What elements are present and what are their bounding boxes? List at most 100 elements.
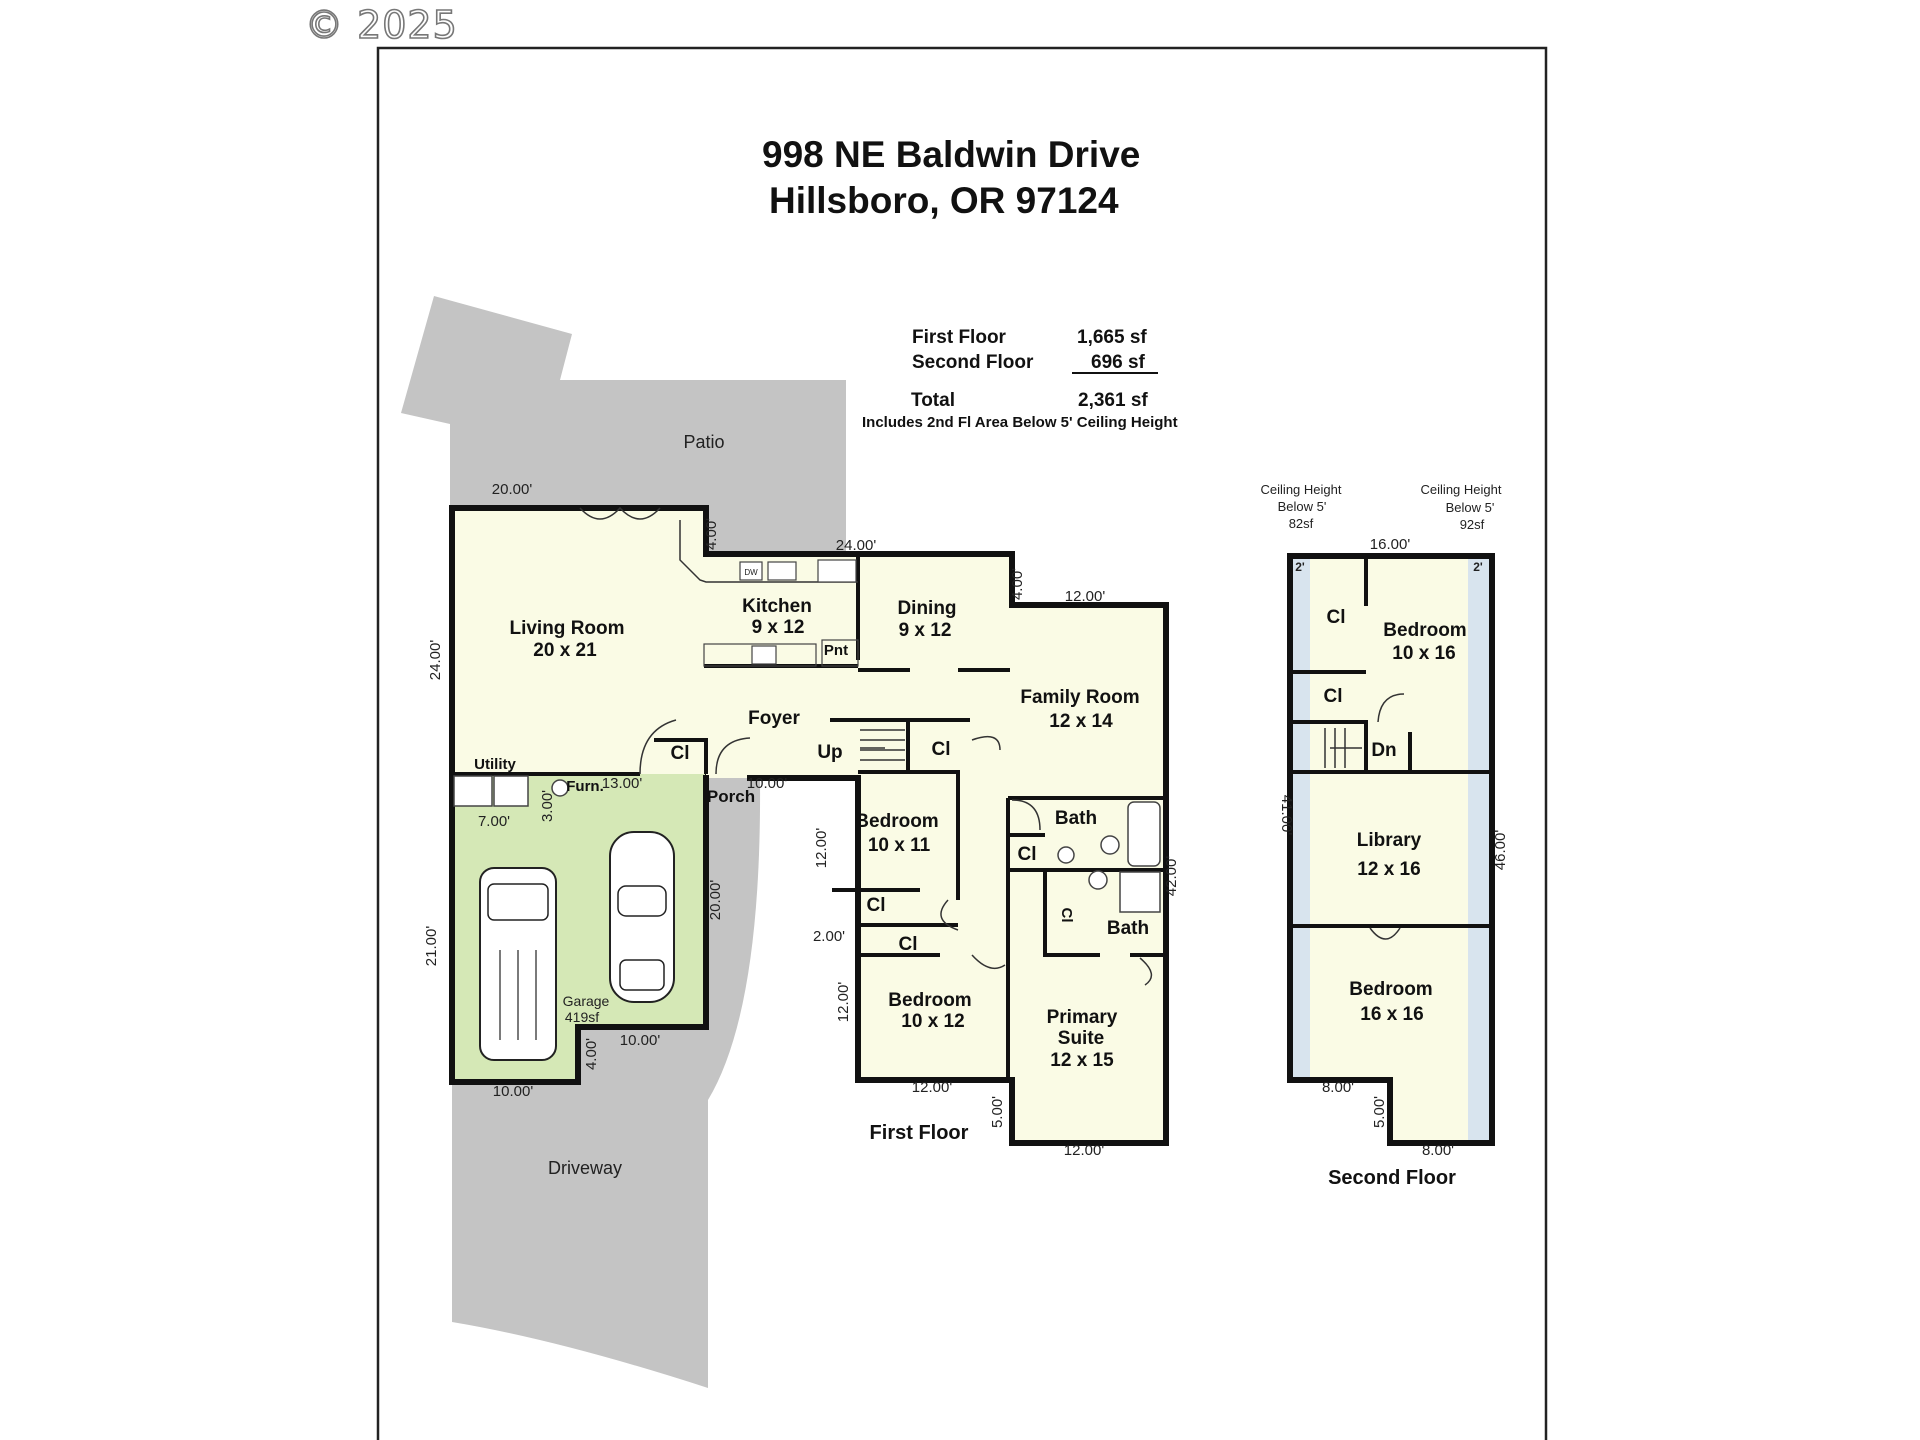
hall-closet-label: Cl <box>899 934 918 955</box>
dim-dining-jog: 4.00' <box>1009 568 1026 600</box>
total-area-value: 2,361 sf <box>1078 390 1148 411</box>
foyer-closet-wall <box>654 738 708 774</box>
exterior-wall-main <box>449 505 1169 1146</box>
dim-bedroom-a-left: 12.00' <box>813 828 830 869</box>
ceiling-note-right-1: Ceiling Height <box>1421 482 1502 497</box>
dim-second-bottom-left: 8.00' <box>1322 1079 1354 1096</box>
dim-living-top: 20.00' <box>492 481 533 498</box>
ceiling-note-left-3: 82sf <box>1289 516 1314 531</box>
low-ceiling-strip-right <box>1468 556 1492 1143</box>
primary-suite-line-2: Suite <box>1058 1028 1104 1049</box>
bath-name: Bath <box>1055 808 1097 829</box>
primary-toilet-icon <box>1088 870 1108 890</box>
second-floor-area-label: Second Floor <box>912 352 1034 373</box>
bedroom-b-door-icon <box>971 954 1006 970</box>
low-ceiling-right-2ft: 2' <box>1473 560 1483 574</box>
dishwasher-icon <box>739 561 763 581</box>
dim-second-bottom-right: 8.00' <box>1422 1142 1454 1159</box>
car-sports-icon <box>609 831 675 1003</box>
driveway-area <box>452 778 761 1388</box>
dim-garage-right: 20.00' <box>707 880 724 921</box>
dim-second-jog: 5.00' <box>1371 1096 1388 1128</box>
foyer-closet-label: Cl <box>671 743 690 764</box>
first-floor-caption: First Floor <box>870 1122 969 1144</box>
page-frame <box>376 46 1548 1440</box>
dim-second-left: 41.00' <box>1278 795 1295 836</box>
upper-closet-1-label: Cl <box>1327 607 1346 628</box>
dim-bedroom-b-bottom: 12.00' <box>912 1079 953 1096</box>
dim-family-top: 12.00' <box>1065 588 1106 605</box>
bathtub-icon <box>1127 801 1161 867</box>
ceiling-note-right-2: Below 5' <box>1446 500 1495 515</box>
closet-door-icon <box>971 735 1001 751</box>
stairs-up-icon <box>860 729 905 761</box>
dim-utility-height: 3.00' <box>539 790 556 822</box>
shower-icon <box>1119 871 1161 913</box>
dining-size: 9 x 12 <box>899 620 952 641</box>
dining-name: Dining <box>897 598 956 619</box>
primary-bath-name: Bath <box>1107 918 1149 939</box>
upper-bedroom-size: 10 x 16 <box>1392 643 1455 664</box>
pantry-box <box>821 639 859 667</box>
address-line-2: Hillsboro, OR 97124 <box>769 180 1119 221</box>
dim-garage-bottom-right: 10.00' <box>620 1032 661 1049</box>
upper-closet-2-label: Cl <box>1324 686 1343 707</box>
dim-primary-jog: 5.00' <box>989 1096 1006 1128</box>
toilet-icon <box>1100 835 1120 855</box>
bedroom-a-door-icon <box>940 899 959 931</box>
interior-floor-area <box>452 508 1166 1143</box>
stairs-up-label: Up <box>817 742 842 763</box>
first-floor-plan: Patio Driveway DW <box>401 296 1180 1388</box>
lower-bedroom-door-icon <box>1369 927 1401 940</box>
kitchen-size: 9 x 12 <box>752 617 805 638</box>
kitchen-island <box>703 643 817 667</box>
living-room-size: 20 x 21 <box>533 640 597 661</box>
ceiling-note-left-2: Below 5' <box>1278 499 1327 514</box>
bedroom-a-closet-label: Cl <box>867 895 886 916</box>
stairs-down-label: Dn <box>1371 740 1396 761</box>
patio-area <box>401 296 846 558</box>
dim-right-side: 42.00' <box>1163 856 1180 897</box>
exterior-wall-garage <box>449 505 709 1085</box>
dim-kitchen-top: 24.00' <box>836 537 877 554</box>
entry-door-swing-icon <box>639 719 677 775</box>
dim-second-right: 46.00' <box>1492 830 1509 871</box>
refrigerator-icon <box>817 559 857 583</box>
dim-hall-jog: 2.00' <box>813 928 845 945</box>
bath-closet-label: Cl <box>1018 844 1037 865</box>
upper-bedroom-name: Bedroom <box>1383 620 1466 641</box>
stairs-down-icon <box>1324 728 1362 768</box>
dim-kitchen-jog: 4.00' <box>703 518 720 550</box>
library-name: Library <box>1357 830 1422 851</box>
dim-bedroom-b-left: 12.00' <box>835 982 852 1023</box>
bedroom-b-size: 10 x 12 <box>901 1011 964 1032</box>
ceiling-note-left-1: Ceiling Height <box>1261 482 1342 497</box>
first-floor-area-value: 1,665 sf <box>1077 327 1147 348</box>
kitchen-name: Kitchen <box>742 596 812 617</box>
first-floor-area-label: First Floor <box>912 327 1007 348</box>
dishwasher-label: DW <box>744 568 758 577</box>
bedroom-a-name: Bedroom <box>855 811 938 832</box>
area-footnote: Includes 2nd Fl Area Below 5' Ceiling He… <box>862 414 1178 431</box>
second-floor-plan: Ceiling Height Below 5' 82sf Ceiling Hei… <box>1261 482 1509 1189</box>
primary-bath-door-icon <box>1139 957 1153 986</box>
upper-bedroom-door-icon <box>1377 693 1405 723</box>
bath-door-icon <box>1011 799 1041 831</box>
primary-suite-size: 12 x 15 <box>1050 1050 1114 1071</box>
dim-living-left: 24.00' <box>427 640 444 681</box>
dim-utility-width: 7.00' <box>478 813 510 830</box>
pantry-label: Pnt <box>824 642 848 659</box>
porch-label: Porch <box>707 787 755 806</box>
primary-closet-label: Cl <box>1058 908 1075 923</box>
utility-label: Utility <box>474 756 516 773</box>
family-room-name: Family Room <box>1020 687 1139 708</box>
dim-garage-bottom: 10.00' <box>493 1083 534 1100</box>
garage-name: Garage <box>563 993 610 1009</box>
washer-icon <box>453 775 493 807</box>
dim-porch-width: 10.00' <box>747 775 788 792</box>
garage-area: 419sf <box>565 1009 599 1025</box>
driveway-label: Driveway <box>548 1158 622 1178</box>
sink-icon <box>767 561 797 581</box>
dim-garage-left: 21.00' <box>423 926 440 967</box>
